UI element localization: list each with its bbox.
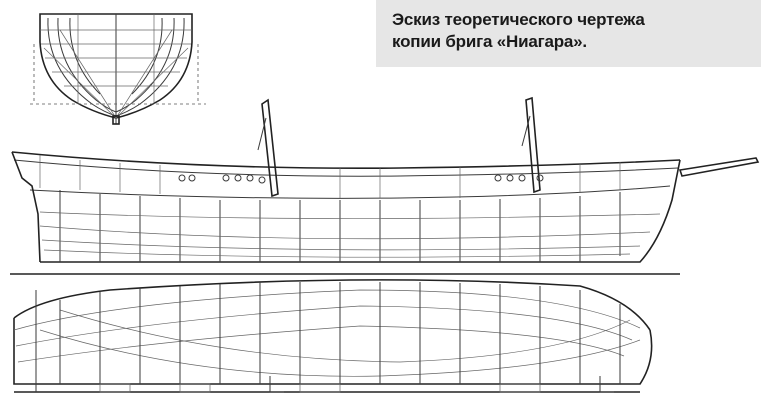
caption-line-1: Эскиз теоретического чертежа	[392, 10, 645, 29]
body-plan	[30, 13, 206, 125]
half-breadth-plan	[10, 273, 680, 393]
caption-box: Эскиз теоретического чертежа копии брига…	[376, 0, 761, 67]
sheer-profile	[11, 96, 760, 263]
caption-line-2: копии брига «Ниагара».	[392, 32, 587, 51]
figure-caption: Эскиз теоретического чертежа копии брига…	[392, 9, 645, 53]
